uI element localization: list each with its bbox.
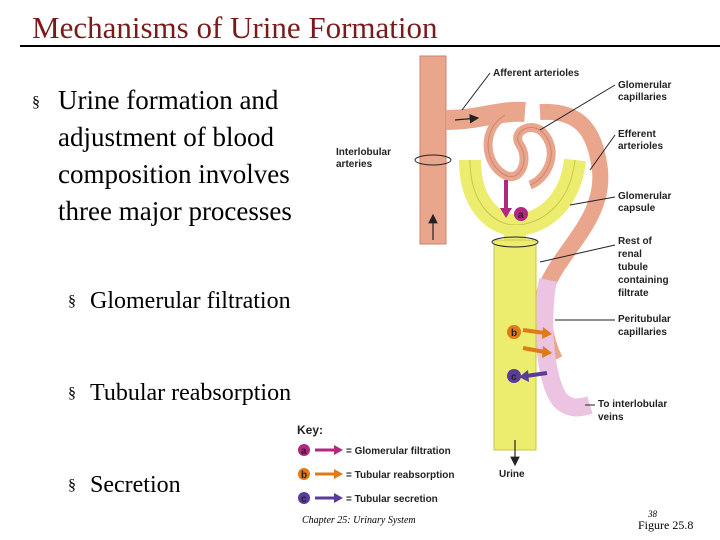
label-veins-1: To interlobular (598, 399, 667, 410)
title-rule (20, 45, 720, 47)
renal-tubule-lower (493, 239, 537, 451)
bullet-marker-icon: § (68, 477, 76, 494)
key-item-a: a = Glomerular filtration (298, 444, 451, 457)
sub-bullet-1: § Glomerular filtration (68, 284, 298, 318)
svg-text:c: c (301, 494, 307, 505)
leader-lines (461, 72, 616, 406)
label-efferent-2: arterioles (618, 141, 663, 152)
sub-bullet-3: § Secretion (68, 468, 298, 502)
footer-chapter: Chapter 25: Urinary System (302, 515, 416, 526)
svg-text:= Glomerular filtration: = Glomerular filtration (346, 446, 451, 457)
sub-bullet-text: Tubular reabsorption (90, 380, 292, 406)
marker-c-label: c (511, 372, 517, 383)
marker-b (507, 325, 521, 339)
afferent-flow-arrow (454, 113, 480, 124)
label-peritubular-1: Peritubular (618, 314, 671, 325)
reabsorption-arrows (522, 327, 552, 358)
ring (491, 236, 539, 248)
ring (414, 154, 452, 166)
label-veins-2: veins (598, 412, 624, 423)
svg-text:a: a (301, 446, 307, 457)
label-urine: Urine (499, 469, 525, 480)
afferent-arteriole (445, 101, 526, 130)
label-interlobular-2: arteries (336, 159, 373, 170)
bullet-marker-icon: § (68, 293, 76, 310)
svg-text:= Tubular secretion: = Tubular secretion (346, 494, 438, 505)
key-title: Key: (297, 423, 323, 437)
sub-bullet-text: Secretion (90, 472, 181, 498)
main-bullet: § Urine formation and adjustment of bloo… (32, 82, 322, 230)
label-glom-caps-1: Glomerular (618, 80, 671, 91)
label-glom-capsule-2: capsule (618, 203, 656, 214)
svg-text:= Tubular reabsorption: = Tubular reabsorption (346, 470, 454, 481)
marker-b-label: b (511, 328, 517, 339)
label-interlobular-1: Interlobular (336, 147, 391, 158)
interlobular-artery (419, 55, 447, 245)
footer-page-number: 38 (648, 509, 657, 519)
label-glom-caps-2: capillaries (618, 92, 667, 103)
marker-c (507, 369, 521, 383)
key-item-c: c = Tubular secretion (298, 492, 438, 505)
bullet-list: § Urine formation and adjustment of bloo… (32, 82, 322, 230)
svg-text:b: b (301, 470, 307, 481)
figure-caption: Figure 25.8 (638, 518, 694, 532)
marker-a (514, 207, 528, 221)
key-item-b: b = Tubular reabsorption (298, 468, 454, 481)
label-rest-4: containing (618, 275, 669, 286)
bullet-marker-icon: § (32, 94, 40, 111)
marker-a-label: a (518, 210, 524, 221)
slide-title: Mechanisms of Urine Formation (32, 10, 438, 45)
label-rest-1: Rest of (618, 236, 653, 247)
main-bullet-text: Urine formation and adjustment of blood … (58, 85, 292, 226)
label-efferent-1: Efferent (618, 129, 656, 140)
secretion-arrow (519, 370, 548, 382)
label-afferent: Afferent arterioles (493, 68, 580, 79)
label-rest-5: filtrate (618, 288, 649, 299)
glomerular-capillaries (483, 111, 556, 190)
bullet-marker-icon: § (68, 385, 76, 402)
label-glom-capsule-1: Glomerular (618, 191, 671, 202)
peritubular-capillaries (535, 278, 593, 417)
label-rest-3: tubule (618, 262, 648, 273)
label-peritubular-2: capillaries (618, 327, 667, 338)
sub-bullet-text: Glomerular filtration (90, 288, 291, 314)
label-rest-2: renal (618, 249, 642, 260)
sub-bullet-2: § Tubular reabsorption (68, 376, 298, 410)
